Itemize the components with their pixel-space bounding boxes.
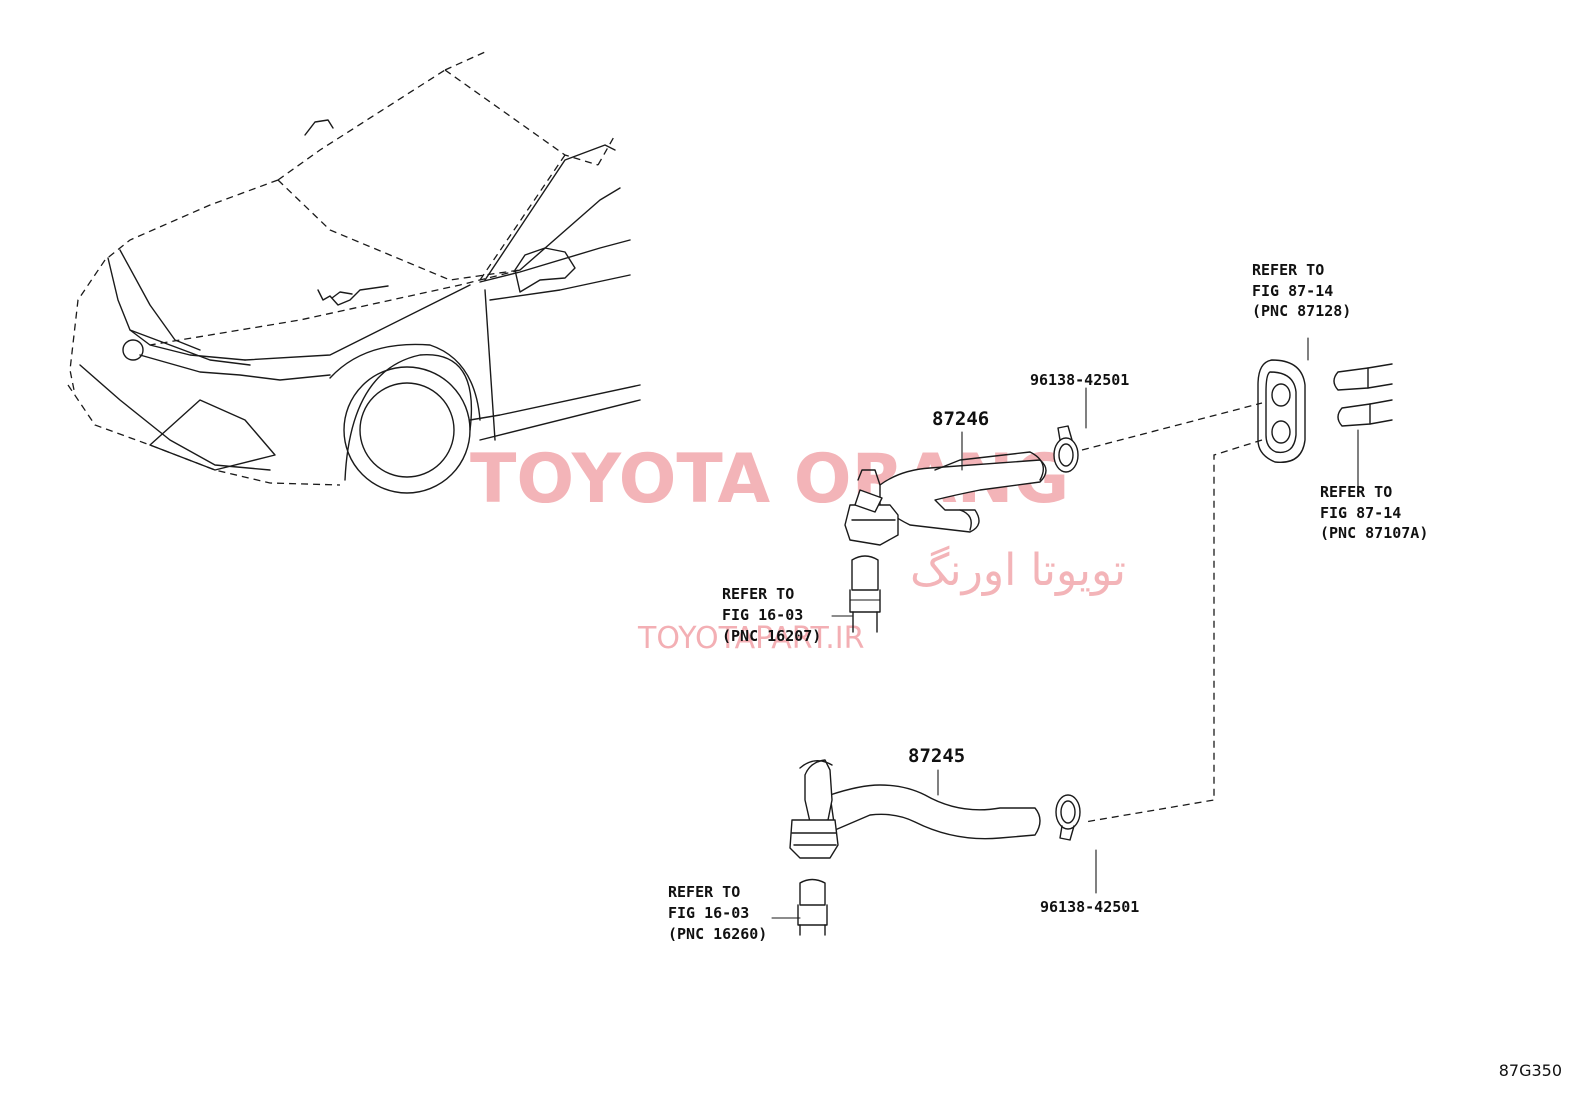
clip-upper-icon — [1053, 425, 1079, 473]
svg-text:REFER TO: REFER TO — [1320, 483, 1392, 501]
ref-upper-left: REFER TO FIG 16-03 (PNC 16207) — [722, 585, 821, 645]
svg-text:REFER TO: REFER TO — [722, 585, 794, 603]
svg-text:(PNC 16207): (PNC 16207) — [722, 627, 821, 645]
svg-text:FIG 87-14: FIG 87-14 — [1252, 282, 1333, 300]
svg-text:FIG 16-03: FIG 16-03 — [668, 904, 749, 922]
svg-text:FIG 16-03: FIG 16-03 — [722, 606, 803, 624]
svg-text:(PNC 87128): (PNC 87128) — [1252, 302, 1351, 320]
lower-dash-line — [1084, 439, 1263, 823]
figure-code: 87G350 — [1499, 1061, 1562, 1080]
lower-pipe-stub-icon — [797, 878, 828, 936]
grommet-icon — [1257, 359, 1306, 464]
part-label-clip-lower: 96138-42501 — [1040, 898, 1139, 916]
upper-hose-icon — [844, 451, 1047, 546]
ref-lower-left: REFER TO FIG 16-03 (PNC 16260) — [668, 883, 767, 943]
svg-text:REFER TO: REFER TO — [1252, 261, 1324, 279]
ref-top-right: REFER TO FIG 87-14 (PNC 87128) — [1252, 261, 1351, 320]
svg-text:(PNC 87107A): (PNC 87107A) — [1320, 524, 1428, 542]
lower-hose-icon — [789, 759, 1041, 859]
car-illustration-icon — [67, 51, 641, 494]
watermark-persian: تویوتا اورنگ — [910, 545, 1126, 596]
clip-lower-icon — [1055, 794, 1081, 841]
svg-text:(PNC 16260): (PNC 16260) — [668, 925, 767, 943]
part-label-87246: 87246 — [932, 408, 989, 430]
part-label-clip-upper: 96138-42501 — [1030, 371, 1129, 389]
svg-text:FIG 87-14: FIG 87-14 — [1320, 504, 1401, 522]
right-pipes-icon — [1333, 363, 1393, 427]
upper-dash-line — [1081, 402, 1263, 451]
svg-text:REFER TO: REFER TO — [668, 883, 740, 901]
upper-pipe-stub-icon — [849, 555, 881, 633]
part-label-87245: 87245 — [908, 745, 965, 767]
ref-mid-right: REFER TO FIG 87-14 (PNC 87107A) — [1320, 483, 1428, 542]
watermark-url: TOYOTAPART.IR — [637, 621, 864, 656]
